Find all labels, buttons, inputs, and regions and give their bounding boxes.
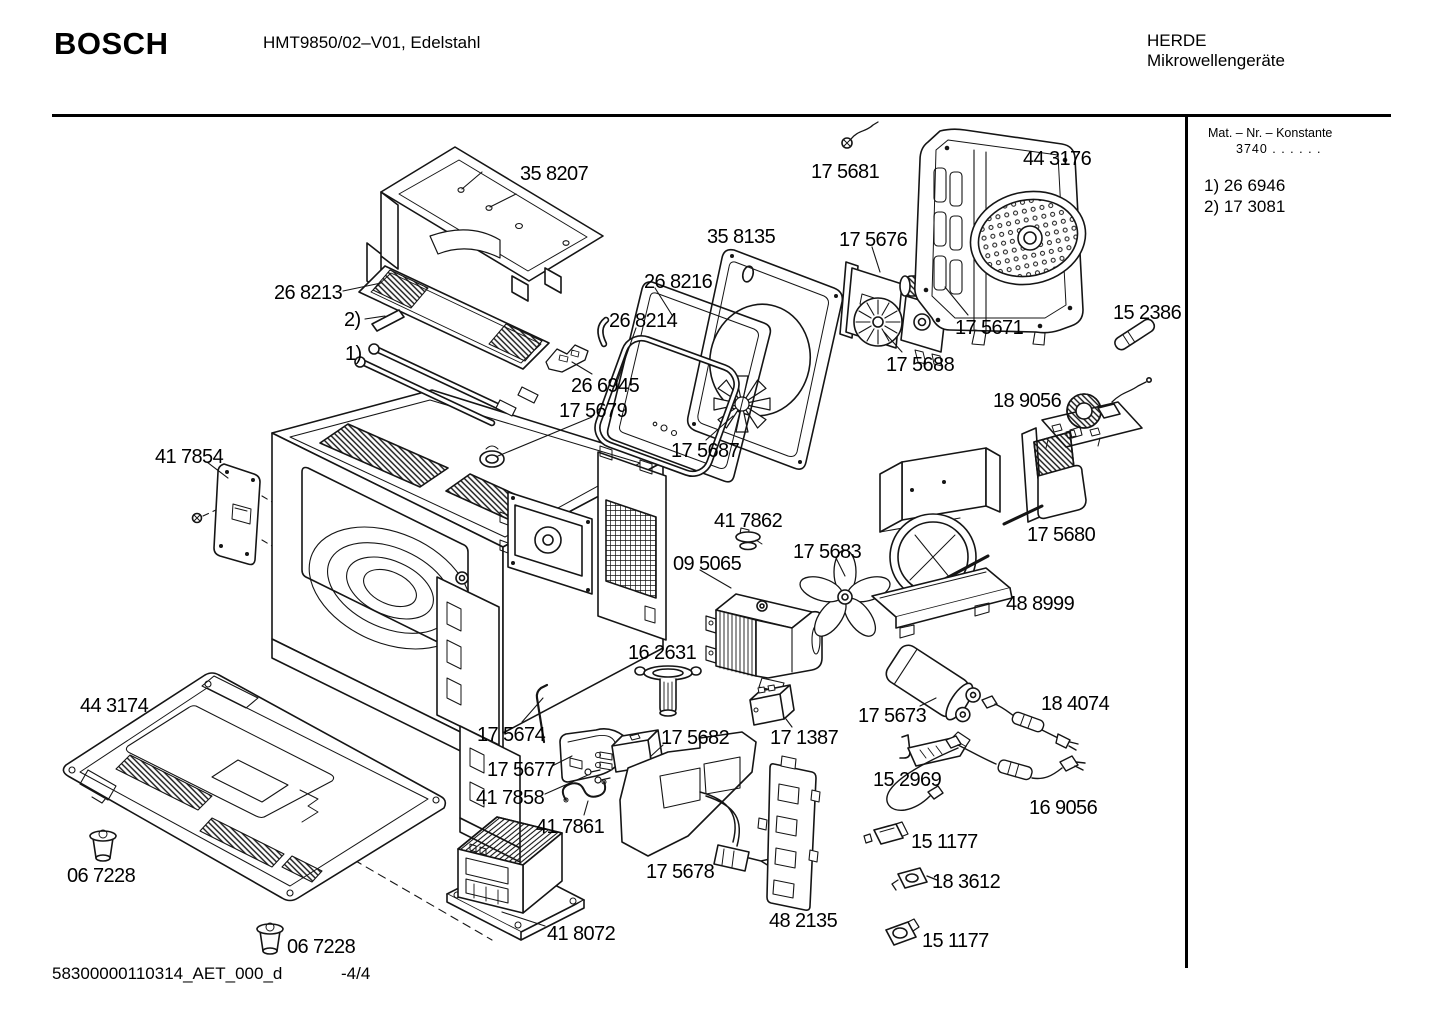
part-label-18-9056: 18 9056	[993, 390, 1062, 412]
note-ref-1: 1)	[345, 343, 362, 365]
part-label-15-2969: 15 2969	[873, 769, 942, 791]
foot-rear	[256, 922, 284, 955]
part-label-17-5681: 17 5681	[811, 161, 880, 183]
note-ref-2: 2)	[344, 309, 361, 331]
fan-motor	[1002, 426, 1087, 526]
bosch-logo: BOSCH	[54, 26, 169, 61]
part-label-16-9056: 16 9056	[1029, 797, 1098, 819]
part-label-17-5671: 17 5671	[955, 317, 1024, 339]
part-label-06-7228-b: 06 7228	[287, 936, 356, 958]
part-label-17-5688: 17 5688	[886, 354, 955, 376]
part-label-18-4074: 18 4074	[1041, 693, 1110, 715]
part-label-41-8072: 41 8072	[547, 923, 616, 945]
part-label-17-1387: 17 1387	[770, 727, 839, 749]
sidebar-divider	[1185, 114, 1188, 968]
part-label-48-2135: 48 2135	[769, 910, 838, 932]
part-label-17-5679: 17 5679	[559, 400, 628, 422]
part-label-17-5674: 17 5674	[477, 724, 546, 746]
category-line1: HERDE	[1147, 31, 1207, 50]
clip-middle	[891, 867, 938, 891]
part-label-26-6945: 26 6945	[571, 375, 640, 397]
material-constant-title: Mat. – Nr. – Konstante	[1208, 126, 1333, 140]
category-line2: Mikrowellengeräte	[1147, 51, 1285, 70]
part-label-17-5678: 17 5678	[646, 861, 715, 883]
part-label-17-5673: 17 5673	[858, 705, 927, 727]
part-label-15-1177-b: 15 1177	[922, 930, 989, 952]
part-label-15-2386: 15 2386	[1113, 302, 1182, 324]
air-duct	[619, 731, 771, 872]
part-label-41-7862: 41 7862	[714, 510, 783, 532]
mount-parts	[535, 683, 663, 803]
part-label-17-5680: 17 5680	[1027, 524, 1096, 546]
part-label-17-5677: 17 5677	[487, 759, 556, 781]
foot-front	[89, 829, 117, 862]
fan-housing	[871, 447, 1013, 639]
part-label-16-2631: 16 2631	[628, 642, 697, 664]
micro-switch	[749, 684, 795, 726]
rear-stack	[594, 248, 844, 483]
part-label-17-5682: 17 5682	[661, 727, 730, 749]
part-label-41-7854: 41 7854	[155, 446, 224, 468]
header-divider	[52, 114, 1391, 117]
clip-top	[863, 821, 909, 845]
latch-strip	[757, 755, 821, 911]
rear-panel	[841, 121, 1156, 351]
material-constant-value: 3740 . . . . . .	[1236, 142, 1322, 156]
bushing	[735, 527, 763, 551]
part-label-44-3176: 44 3176	[1023, 148, 1092, 170]
part-label-26-8214: 26 8214	[609, 310, 678, 332]
part-label-41-7858: 41 7858	[476, 787, 545, 809]
capacitor	[885, 644, 981, 723]
footnote-2: 2) 17 3081	[1204, 197, 1286, 216]
harness-a	[981, 695, 1079, 751]
clip-bottom	[885, 918, 920, 946]
part-label-26-8216: 26 8216	[644, 271, 713, 293]
footnote-1: 1) 26 6946	[1204, 176, 1286, 195]
part-label-15-1177-a: 15 1177	[911, 831, 978, 853]
part-label-06-7228-a: 06 7228	[67, 865, 136, 887]
part-label-41-7861: 41 7861	[536, 816, 605, 838]
part-label-17-5676: 17 5676	[839, 229, 908, 251]
base-plate	[62, 672, 447, 955]
part-label-17-5687: 17 5687	[671, 440, 740, 462]
turntable-coupler	[634, 665, 702, 717]
thermo-bracket	[899, 731, 971, 767]
page-indicator: -4/4	[341, 964, 371, 983]
part-label-35-8207: 35 8207	[520, 163, 589, 185]
top-cover	[366, 146, 604, 302]
part-label-44-3174: 44 3174	[80, 695, 149, 717]
harness-b	[886, 735, 1086, 811]
fan-blade	[799, 549, 891, 637]
part-label-48-8999: 48 8999	[1006, 593, 1075, 615]
leader-lines	[206, 246, 969, 927]
part-label-26-8213: 26 8213	[274, 282, 343, 304]
part-label-35-8135: 35 8135	[707, 226, 776, 248]
magnetron	[705, 593, 823, 693]
document-id: 58300000110314_AET_000_d	[52, 964, 283, 983]
part-label-18-3612: 18 3612	[932, 871, 1001, 893]
transformer	[446, 816, 585, 941]
grill-and-tubes	[354, 265, 589, 427]
category-header: HERDE Mikrowellengeräte	[1147, 31, 1285, 71]
door-inner-cover	[191, 463, 261, 566]
page-title: HMT9850/02–V01, Edelstahl	[263, 33, 481, 52]
part-label-09-5065: 09 5065	[673, 553, 742, 575]
part-label-17-5683: 17 5683	[793, 541, 862, 563]
